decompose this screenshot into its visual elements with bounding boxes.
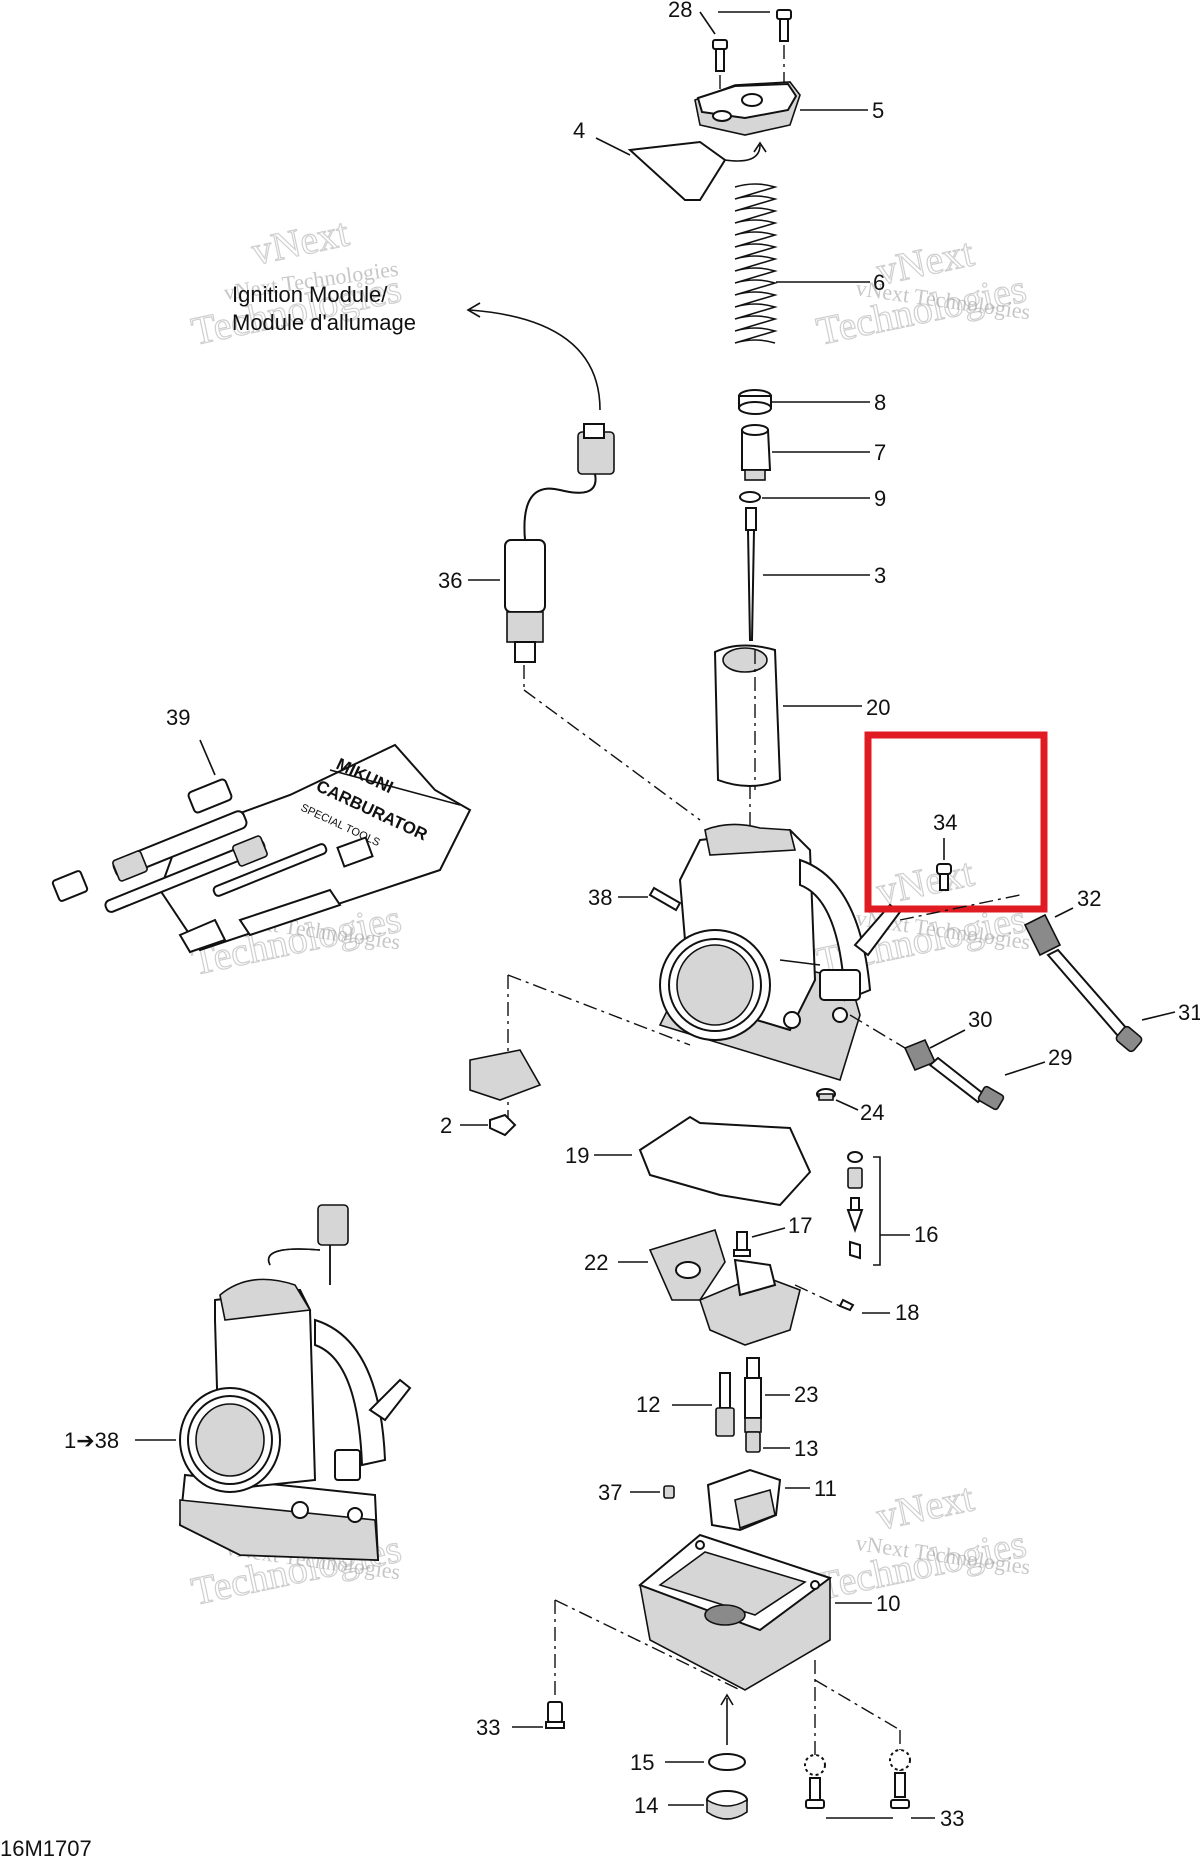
part-36-sensor — [468, 423, 615, 690]
carburetor-assembled — [135, 1204, 412, 1562]
label-17: 17 — [788, 1213, 812, 1238]
label-6: 6 — [873, 270, 885, 295]
alignment-line-36 — [523, 689, 701, 821]
label-36: 36 — [438, 568, 462, 593]
label-34: 34 — [933, 810, 957, 835]
svg-text:Ignition Module/: Ignition Module/ — [232, 282, 388, 307]
label-20: 20 — [866, 695, 890, 720]
part-13-pilot-jet — [745, 1431, 790, 1453]
label-15: 15 — [630, 1750, 654, 1775]
part-2-bracket — [460, 1049, 542, 1137]
part-7-needle-holder — [741, 424, 870, 481]
label-18: 18 — [895, 1300, 919, 1325]
part-39-tool-kit: MIKUNI CARBURATOR SPECIAL TOOLS — [51, 739, 472, 954]
alignment-line-bowl — [554, 1599, 741, 1691]
label-3: 3 — [874, 563, 886, 588]
watermark-top-right: vNext vNext Technologies Technologies — [812, 229, 1032, 355]
svg-text:vNext: vNext — [873, 849, 978, 913]
part-37-plug — [630, 1485, 675, 1499]
label-37: 37 — [598, 1480, 622, 1505]
part-17-screw — [733, 1227, 786, 1257]
part-4-gasket — [595, 137, 767, 201]
label-31: 31 — [1178, 1000, 1200, 1025]
label-10: 10 — [876, 1591, 900, 1616]
part-32-spring — [1023, 907, 1074, 957]
label-16: 16 — [914, 1222, 938, 1247]
label-38: 38 — [588, 885, 612, 910]
label-19: 19 — [565, 1143, 589, 1168]
carburetor-body — [648, 823, 902, 1081]
label-1-to-38: 1➔38 — [64, 1428, 119, 1453]
part-19-float-gasket — [594, 1115, 812, 1207]
part-3-needle — [745, 507, 870, 641]
part-10-float-bowl — [638, 1533, 872, 1691]
part-29-air-screw — [928, 1056, 1046, 1111]
label-33a: 33 — [476, 1715, 500, 1740]
label-32: 32 — [1077, 886, 1101, 911]
label-33b: 33 — [940, 1806, 964, 1831]
label-9: 9 — [874, 486, 886, 511]
label-14: 14 — [634, 1793, 658, 1818]
label-28: 28 — [668, 0, 692, 22]
part-33-screws-right — [804, 1749, 935, 1819]
part-20-throttle-slide — [713, 644, 862, 787]
part-34-screw — [899, 838, 1021, 921]
diagram-reference: 16M1707 — [0, 1836, 92, 1861]
alignment-line-33c — [814, 1679, 901, 1731]
alignment-line-30 — [849, 1014, 906, 1049]
label-30: 30 — [968, 1007, 992, 1032]
ignition-module-note: Ignition Module/ Module d'allumage — [232, 282, 601, 411]
part-16-needle-valve — [846, 1151, 910, 1266]
part-22-float — [618, 1229, 801, 1346]
label-11: 11 — [814, 1476, 837, 1501]
part-23-needle-jet — [744, 1357, 790, 1433]
part-6-spring — [734, 183, 870, 344]
label-22: 22 — [584, 1250, 608, 1275]
alignment-line-body — [507, 974, 691, 1046]
label-24: 24 — [860, 1100, 884, 1125]
svg-text:vNext: vNext — [873, 1474, 978, 1538]
part-24-plug — [816, 1088, 859, 1111]
part-31-idle-screw — [1046, 948, 1176, 1053]
label-29: 29 — [1048, 1045, 1072, 1070]
part-9-clip — [739, 491, 870, 503]
part-33-screw-left — [512, 1701, 565, 1729]
label-39: 39 — [166, 705, 190, 730]
label-8: 8 — [874, 390, 886, 415]
part-18-float-pin — [794, 1284, 890, 1314]
label-13: 13 — [794, 1436, 818, 1461]
part-8-seat — [738, 389, 870, 415]
part-14-drain-plug — [668, 1790, 748, 1820]
label-23: 23 — [794, 1382, 818, 1407]
part-15-o-ring — [665, 1693, 746, 1771]
label-4: 4 — [573, 118, 585, 143]
part-5-top-cap — [694, 81, 868, 136]
part-11-baffle — [706, 1468, 810, 1532]
svg-text:Technologies: Technologies — [813, 1521, 1030, 1609]
watermark-bottom-right: vNext vNext Technologies Technologies — [812, 1474, 1032, 1610]
label-2: 2 — [440, 1113, 452, 1138]
svg-text:Module d'allumage: Module d'allumage — [232, 310, 416, 335]
part-12-main-jet — [672, 1372, 735, 1437]
label-5: 5 — [872, 98, 884, 123]
label-7: 7 — [874, 440, 886, 465]
part-28-screws — [699, 9, 792, 100]
label-12: 12 — [636, 1392, 660, 1417]
